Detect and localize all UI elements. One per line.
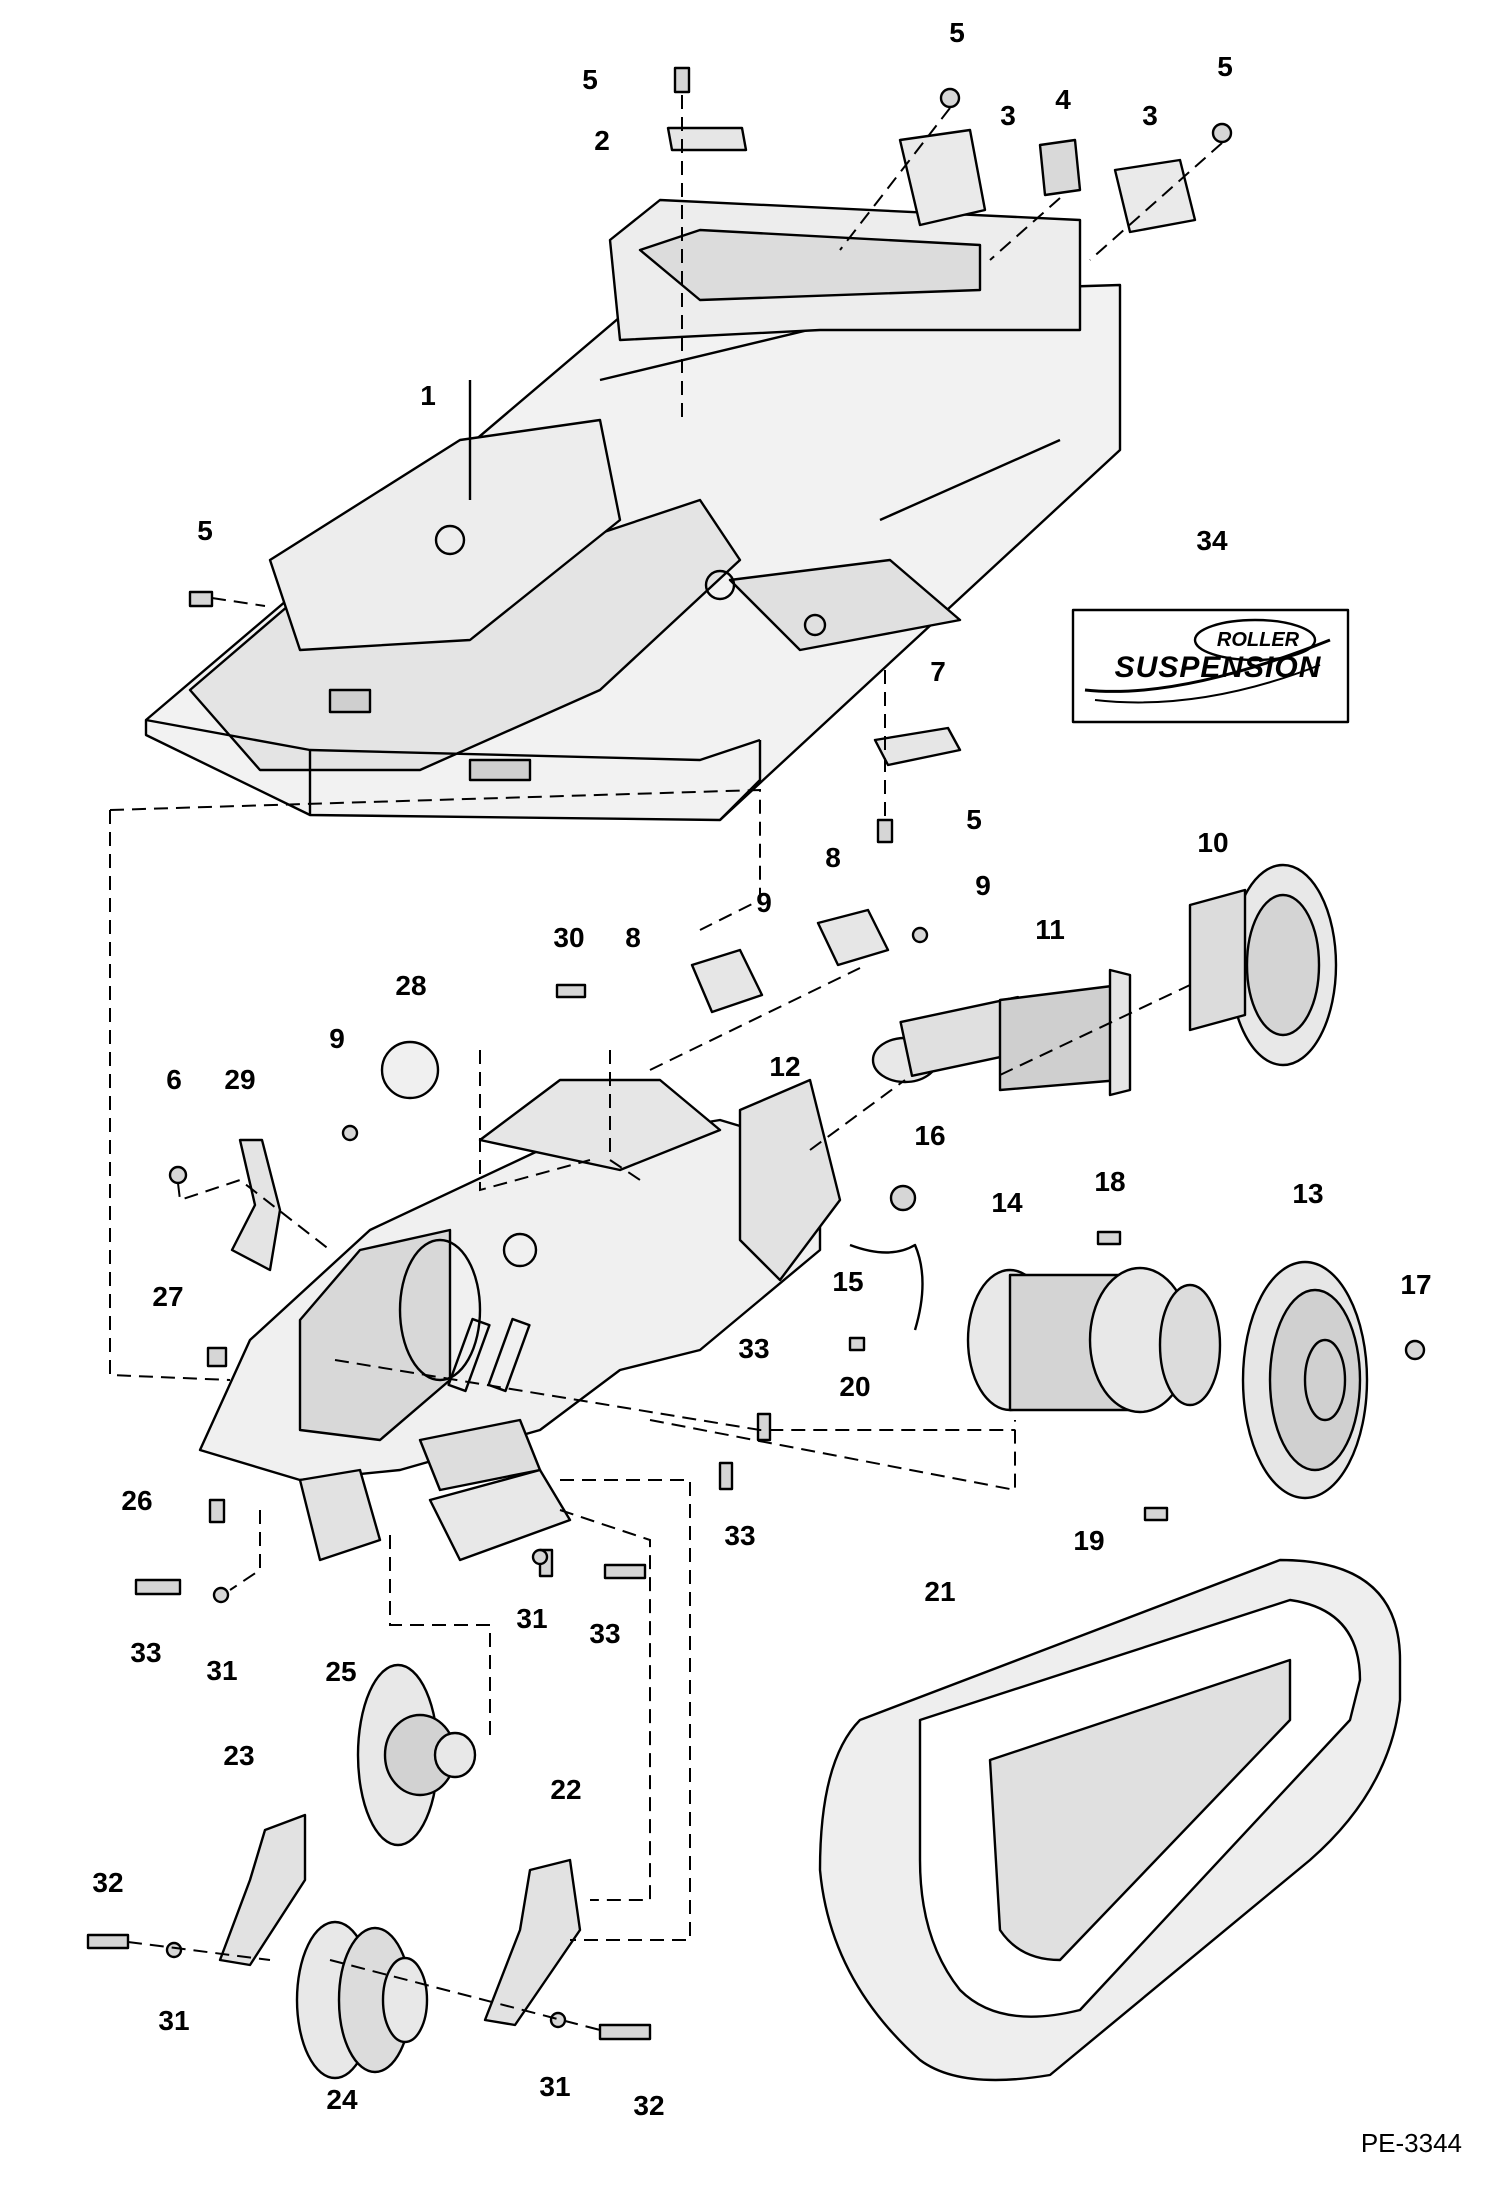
- callout-14: 14: [991, 1187, 1023, 1218]
- callout-8: 8: [625, 922, 641, 953]
- callout-18: 18: [1094, 1166, 1126, 1197]
- callout-12: 12: [769, 1051, 801, 1082]
- callout-25: 25: [325, 1656, 357, 1687]
- drive-motor-14-part: [966, 1266, 1222, 1414]
- harness-15-part: [849, 1243, 924, 1331]
- callout-5: 5: [966, 804, 982, 835]
- callout-5: 5: [197, 515, 213, 546]
- callout-7: 7: [930, 656, 946, 687]
- callout-24: 24: [326, 2084, 358, 2115]
- callout-9: 9: [975, 870, 991, 901]
- callout-10: 10: [1197, 827, 1229, 858]
- track-tensioner-11-part: [871, 968, 1132, 1097]
- callout-21: 21: [924, 1576, 956, 1607]
- logo-swooshes: [1084, 618, 1331, 704]
- callout-26: 26: [121, 1485, 153, 1516]
- callout-30: 30: [553, 922, 585, 953]
- callout-8: 8: [825, 842, 841, 873]
- callout-6: 6: [166, 1064, 182, 1095]
- callout-17: 17: [1400, 1269, 1432, 1300]
- callout-5: 5: [1217, 51, 1233, 82]
- callout-23: 23: [223, 1740, 255, 1771]
- callout-33: 33: [724, 1520, 756, 1551]
- plate-2-part: [666, 126, 748, 152]
- sensor-16-part: [889, 1184, 917, 1212]
- cover-3-left-part: [898, 128, 987, 227]
- track-frame-part-12: [198, 1078, 842, 1562]
- sprocket-13-part: [1241, 1260, 1369, 1500]
- roller-25-part: [356, 1663, 477, 1847]
- logo-text-roller: ROLLER: [1216, 629, 1300, 651]
- logo-text-suspension: SUSPENSION: [1114, 651, 1322, 684]
- cover-3-right-part: [1113, 158, 1197, 234]
- callout-31: 31: [206, 1655, 238, 1686]
- callout-2: 2: [594, 125, 610, 156]
- rubber-track-21-part: [818, 1558, 1402, 2082]
- callout-29: 29: [224, 1064, 256, 1095]
- callout-9: 9: [329, 1023, 345, 1054]
- callout-31: 31: [516, 1603, 548, 1634]
- callout-20: 20: [839, 1371, 871, 1402]
- callout-3: 3: [1000, 100, 1016, 131]
- callout-22: 22: [550, 1774, 582, 1805]
- callout-32: 32: [633, 2090, 665, 2121]
- bracket-4-part: [1038, 138, 1082, 197]
- main-frame-part: [144, 198, 1122, 822]
- arm-22-part: [483, 1858, 582, 2027]
- callout-13: 13: [1292, 1178, 1324, 1209]
- bolt-5-parts: [188, 66, 1233, 844]
- callout-33: 33: [130, 1637, 162, 1668]
- callout-33: 33: [738, 1333, 770, 1364]
- callout-3: 3: [1142, 100, 1158, 131]
- plate-8-left-part: [690, 948, 764, 1014]
- callout-1: 1: [420, 380, 436, 411]
- callout-33: 33: [589, 1618, 621, 1649]
- callout-9: 9: [756, 887, 772, 918]
- callout-32: 32: [92, 1867, 124, 1898]
- callout-31: 31: [158, 2005, 190, 2036]
- callout-31: 31: [539, 2071, 571, 2102]
- callout-5: 5: [582, 64, 598, 95]
- callout-28: 28: [395, 970, 427, 1001]
- cover-28-part: [380, 1040, 440, 1100]
- roller-24-part: [295, 1920, 429, 2080]
- document-code: PE-3344: [1360, 2128, 1462, 2158]
- plate-7-part: [873, 726, 962, 767]
- callout-19: 19: [1073, 1525, 1105, 1556]
- callout-16: 16: [914, 1120, 946, 1151]
- bracket-29-part: [230, 1138, 282, 1272]
- small-fastener-parts: [86, 926, 1426, 2041]
- plate-8-right-part: [816, 908, 890, 967]
- callout-11: 11: [1035, 914, 1065, 945]
- callout-15: 15: [832, 1266, 864, 1297]
- callout-5: 5: [949, 17, 965, 48]
- front-idler-10-part: [1188, 863, 1338, 1067]
- callout-4: 4: [1055, 84, 1071, 115]
- callout-34: 34: [1196, 525, 1228, 556]
- arm-23-part: [218, 1813, 307, 1967]
- callout-27: 27: [152, 1281, 184, 1312]
